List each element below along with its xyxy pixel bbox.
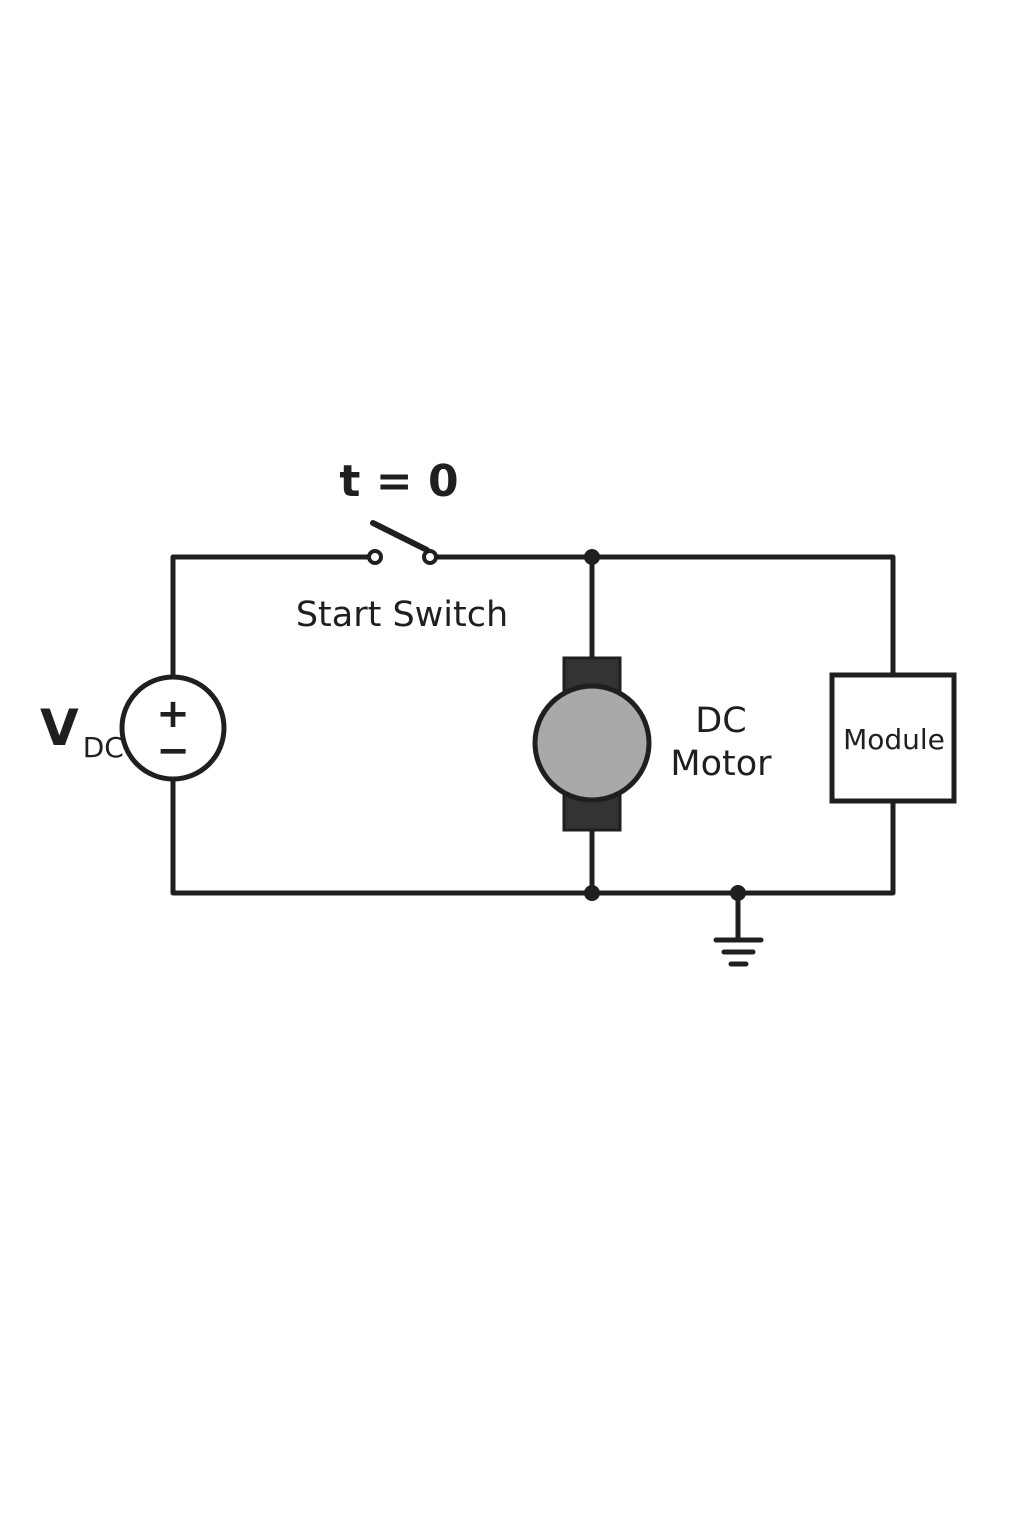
switch-label: Start Switch [296,595,508,635]
module-label: Module [843,723,945,756]
dc-voltage-source-icon: + − [119,674,227,782]
ground-icon [713,890,764,967]
motor-label-line1: DC [695,701,746,741]
junction-top [584,549,600,565]
module-box [829,672,957,804]
motor-label-line2: Motor [670,744,772,784]
source-subscript: DC [83,731,124,764]
dc-motor-icon [532,656,652,832]
source-plus: + [156,691,190,737]
junction-bottom-motor [584,885,600,901]
wire-top-left [170,554,375,678]
source-symbol: V [40,699,79,757]
source-minus: − [156,728,190,774]
source-label: V DC [40,699,124,764]
spst-switch-icon [367,520,438,565]
wire-bottom [170,778,896,896]
switch-time-label: t = 0 [339,456,458,507]
